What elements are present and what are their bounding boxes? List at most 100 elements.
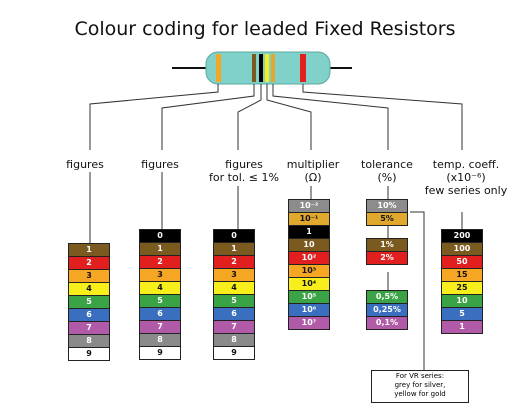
colour-band-violet: 1 [441, 320, 483, 334]
colour-band-violet: 7 [213, 320, 255, 334]
colour-band-black: 0 [213, 229, 255, 243]
colour-band-blue: 6 [139, 307, 181, 321]
colour-band-red: 2 [213, 255, 255, 269]
colour-band-brown: 1 [139, 242, 181, 256]
colour-band-orange: 10³ [288, 264, 330, 278]
colour-band-white: 9 [213, 346, 255, 360]
note-line-1: For VR series: [395, 372, 445, 380]
header-figures-1: figures [55, 158, 115, 171]
header-figures2-line: figures [141, 158, 179, 171]
colour-band-violet: 7 [139, 320, 181, 334]
note-line-3: yellow for gold [394, 390, 446, 398]
colour-band-green: 5 [213, 294, 255, 308]
colour-band-red: 2 [139, 255, 181, 269]
header-figures3-line: for tol. ≤ 1% [209, 171, 279, 184]
colour-band-yellow: 10⁴ [288, 277, 330, 291]
header-tolerance: tolerance(%) [352, 158, 422, 184]
colour-band-green: 0,5% [366, 290, 408, 304]
colour-band-orange: 3 [213, 268, 255, 282]
colour-band-white: 9 [68, 347, 110, 361]
colour-band-red: 2% [366, 251, 408, 265]
header-figures3-line: figures [225, 158, 263, 171]
vr-series-note: For VR series: grey for silver, yellow f… [371, 370, 469, 403]
header-tolerance-line: tolerance [361, 158, 413, 171]
colour-band-brown: 1 [213, 242, 255, 256]
colour-band-grey: 8 [68, 334, 110, 348]
resistor-band-black [259, 54, 263, 82]
colour-band-blue: 0,25% [366, 303, 408, 317]
leader-line [161, 84, 255, 150]
colour-band-silver: 10⁻² [288, 199, 330, 213]
header-temp-coeff: temp. coeff.(x10⁻⁶)few series only [420, 158, 512, 197]
colour-band-grey: 8 [213, 333, 255, 347]
colour-band-red: 10² [288, 251, 330, 265]
header-multiplier-line: multiplier [286, 158, 340, 171]
colour-band-brown: 10 [288, 238, 330, 252]
colour-band-grey: 8 [139, 333, 181, 347]
colour-band-yellow: 4 [213, 281, 255, 295]
colour-band-black: 200 [441, 229, 483, 243]
colour-band-red: 50 [441, 255, 483, 269]
colour-band-gap [366, 264, 408, 278]
colour-band-gap [366, 277, 408, 291]
chart-title: Colour coding for leaded Fixed Resistors [74, 18, 456, 40]
colour-band-blue: 6 [213, 307, 255, 321]
resistor-band-gold [271, 54, 275, 82]
colour-band-blue: 10⁶ [288, 303, 330, 317]
leader-line [89, 84, 219, 150]
leader-line [237, 84, 262, 150]
colour-band-silver: 10% [366, 199, 408, 213]
leader-line [302, 84, 463, 150]
note-line-2: grey for silver, [394, 381, 446, 389]
header-multiplier-line: (Ω) [304, 171, 322, 184]
colour-band-black: 0 [139, 229, 181, 243]
column-tolerance: 10%5% 1%2% 0,5%0,25%0,1% [366, 199, 408, 330]
colour-band-brown: 1% [366, 238, 408, 252]
resistor-band-orange [216, 54, 221, 82]
colour-band-blue: 6 [68, 308, 110, 322]
colour-band-orange: 3 [68, 269, 110, 283]
header-tolerance-line: (%) [377, 171, 397, 184]
header-tempcoeff-line: few series only [424, 184, 508, 197]
colour-band-white: 9 [139, 346, 181, 360]
colour-band-green: 5 [68, 295, 110, 309]
colour-band-brown: 1 [68, 243, 110, 257]
colour-band-yellow: 4 [68, 282, 110, 296]
resistor-band-red [300, 54, 306, 82]
leader-line [266, 84, 312, 150]
colour-band-violet: 10⁷ [288, 316, 330, 330]
header-multiplier: multiplier(Ω) [276, 158, 350, 184]
colour-band-gold: 5% [366, 212, 408, 226]
note-pointer [410, 211, 425, 372]
resistor-band-brown [252, 54, 256, 82]
colour-band-black: 1 [288, 225, 330, 239]
colour-band-green: 5 [139, 294, 181, 308]
header-tempcoeff-line: temp. coeff. [432, 158, 500, 171]
colour-band-brown: 100 [441, 242, 483, 256]
colour-band-orange: 15 [441, 268, 483, 282]
colour-band-red: 2 [68, 256, 110, 270]
colour-band-gap [366, 225, 408, 239]
colour-band-violet: 7 [68, 321, 110, 335]
header-tempcoeff-line: (x10⁻⁶) [446, 171, 486, 184]
colour-band-yellow: 4 [139, 281, 181, 295]
colour-band-gold: 10⁻¹ [288, 212, 330, 226]
leader-line [272, 84, 389, 150]
colour-band-blue: 5 [441, 307, 483, 321]
header-figures1-line: figures [66, 158, 104, 171]
header-figures-2: figures [130, 158, 190, 171]
colour-band-green: 10 [441, 294, 483, 308]
resistor-band-yellow [265, 54, 269, 82]
colour-band-violet: 0,1% [366, 316, 408, 330]
colour-band-yellow: 25 [441, 281, 483, 295]
colour-band-green: 10⁵ [288, 290, 330, 304]
colour-band-orange: 3 [139, 268, 181, 282]
